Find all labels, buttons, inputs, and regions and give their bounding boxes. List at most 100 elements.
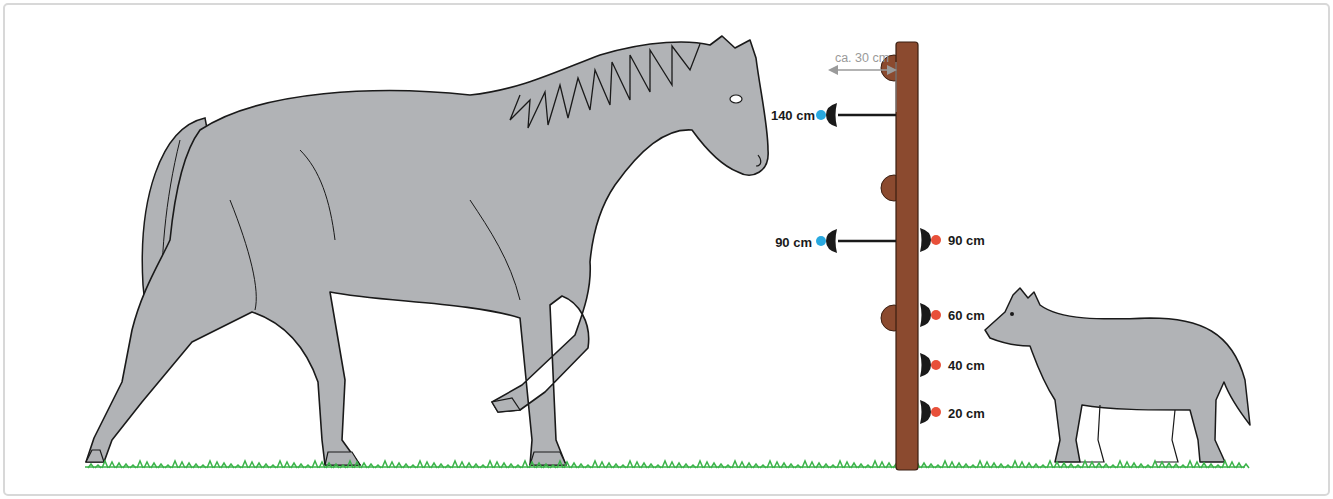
grass-blade [592, 461, 598, 468]
grass-blade [284, 462, 290, 468]
grass-blade [837, 461, 843, 468]
grass-blade [746, 463, 752, 468]
insulator [920, 353, 931, 377]
grass-blade [389, 462, 395, 468]
grass-blade [95, 465, 101, 468]
grass-blade [606, 463, 612, 468]
height-label: 140 cm [771, 109, 815, 122]
grass-blade [200, 465, 206, 468]
grass-blade [263, 464, 269, 468]
grass-blade [508, 464, 514, 468]
horse-mane [510, 44, 700, 128]
wolf-far-legs [1080, 405, 1178, 462]
grass-blade [1005, 465, 1011, 468]
grass-blade [578, 464, 584, 468]
grass-blade [291, 463, 297, 468]
dimension-label: ca. 30 cm [835, 52, 889, 65]
grass-blade [1145, 465, 1151, 468]
grass-blade [585, 465, 591, 468]
height-label: 90 cm [775, 236, 812, 249]
grass-blade [613, 464, 619, 468]
height-label: 60 cm [948, 309, 985, 322]
grass-blade [123, 464, 129, 468]
grass-blade [1215, 465, 1221, 468]
height-label: 20 cm [948, 407, 985, 420]
grass-blade [781, 463, 787, 468]
grass-blade [816, 463, 822, 468]
grass-blade [809, 462, 815, 468]
grass-blade [494, 462, 500, 468]
grass-blade [109, 462, 115, 468]
grass-blade [879, 462, 885, 468]
grass-blade [949, 462, 955, 468]
grass-blade [872, 461, 878, 468]
grass-blade [1089, 462, 1095, 468]
grass-blade [1243, 464, 1249, 468]
grass-blade [438, 464, 444, 468]
height-label: 40 cm [948, 359, 985, 372]
grass-blade [599, 462, 605, 468]
grass-blade [319, 462, 325, 468]
grass-blade [424, 462, 430, 468]
grass-blade [935, 465, 941, 468]
horse-muscle-lines [230, 150, 520, 310]
grass-blade [760, 465, 766, 468]
grass-blade [655, 465, 661, 468]
wolf [985, 288, 1250, 462]
grass-blade [921, 463, 927, 468]
grass-blade [270, 465, 276, 468]
grass-blade [844, 462, 850, 468]
grass-blade [207, 461, 213, 468]
grass-blade [697, 461, 703, 468]
grass-blade [1117, 461, 1123, 468]
grass-blade [102, 461, 108, 468]
grass-blade [1187, 461, 1193, 468]
grass-blade [431, 463, 437, 468]
grass-blade [865, 465, 871, 468]
grass-blade [1229, 462, 1235, 468]
grass-blade [739, 462, 745, 468]
grass-blade [683, 464, 689, 468]
grass-blade [928, 464, 934, 468]
grass-blade [564, 462, 570, 468]
grass-blade [1131, 463, 1137, 468]
grass-blade [1166, 463, 1172, 468]
grass-blade [1075, 465, 1081, 468]
grass-blade [956, 463, 962, 468]
wire-dot [931, 235, 941, 245]
grass-blade [669, 462, 675, 468]
horse-eye [730, 95, 742, 103]
grass-blade [193, 464, 199, 468]
grass-blade [823, 464, 829, 468]
grass-blade [242, 461, 248, 468]
grass-blade [1012, 461, 1018, 468]
grass-blade [480, 465, 486, 468]
grass-blade [795, 465, 801, 468]
grass-blade [1208, 464, 1214, 468]
grass-blade [536, 463, 542, 468]
insulators [816, 103, 941, 424]
insulator [920, 400, 931, 424]
grass-blade [977, 461, 983, 468]
grass-blade [1082, 461, 1088, 468]
dimension-arrow [828, 62, 897, 112]
horse-body [86, 36, 768, 465]
frame [4, 4, 1329, 495]
grass-blade [1026, 463, 1032, 468]
grass-blade [1180, 465, 1186, 468]
offset-arm [838, 240, 896, 243]
grass-blade [172, 461, 178, 468]
grass-blade [116, 463, 122, 468]
wolf-eye [1010, 312, 1014, 316]
grass-blade [396, 463, 402, 468]
grass-blade [1096, 463, 1102, 468]
grass-blade [1047, 461, 1053, 468]
grass-blade [298, 464, 304, 468]
grass-blade [550, 465, 556, 468]
grass-blade [137, 461, 143, 468]
grass-blade [487, 461, 493, 468]
insulator [920, 303, 931, 327]
grass-blade [1040, 465, 1046, 468]
